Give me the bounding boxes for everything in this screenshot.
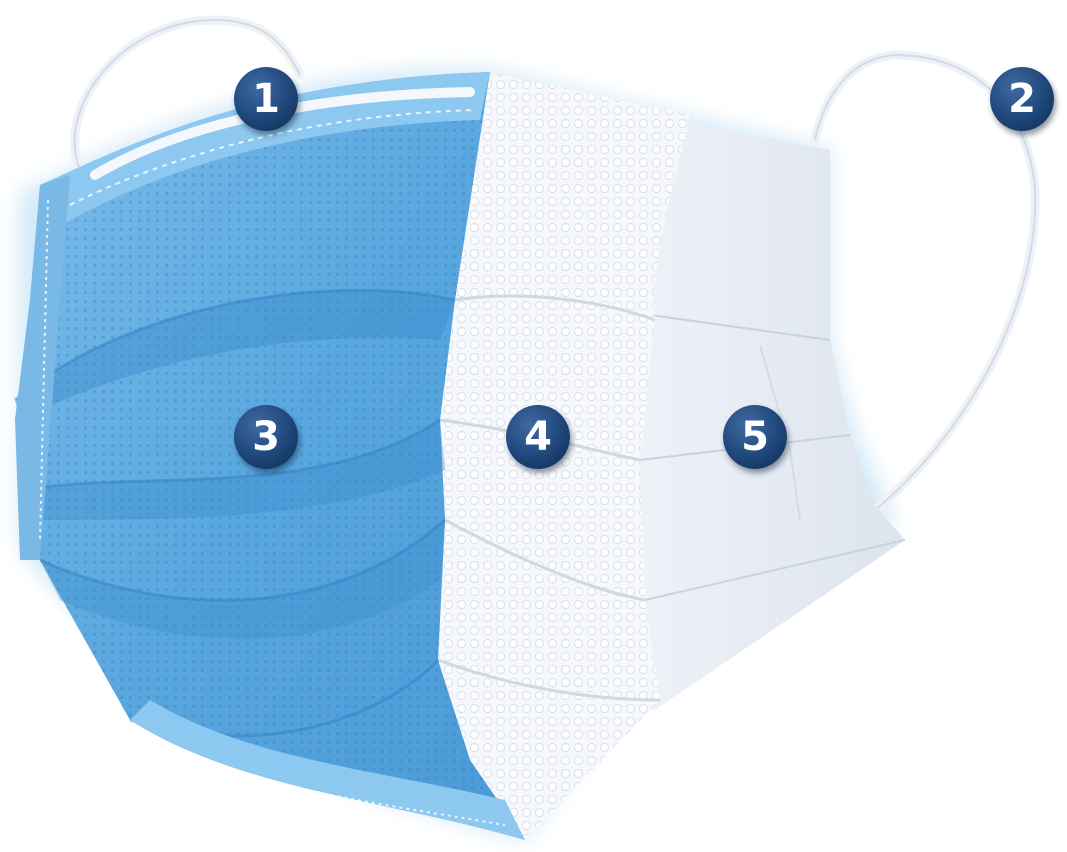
marker-2: 2 [990, 67, 1054, 131]
marker-2-label: 2 [1008, 79, 1036, 119]
marker-5-label: 5 [741, 417, 769, 457]
marker-1: 1 [234, 67, 298, 131]
marker-1-label: 1 [252, 79, 280, 119]
marker-4: 4 [506, 405, 570, 469]
marker-5: 5 [723, 405, 787, 469]
marker-3-label: 3 [252, 417, 280, 457]
marker-3: 3 [234, 405, 298, 469]
marker-4-label: 4 [524, 417, 552, 457]
